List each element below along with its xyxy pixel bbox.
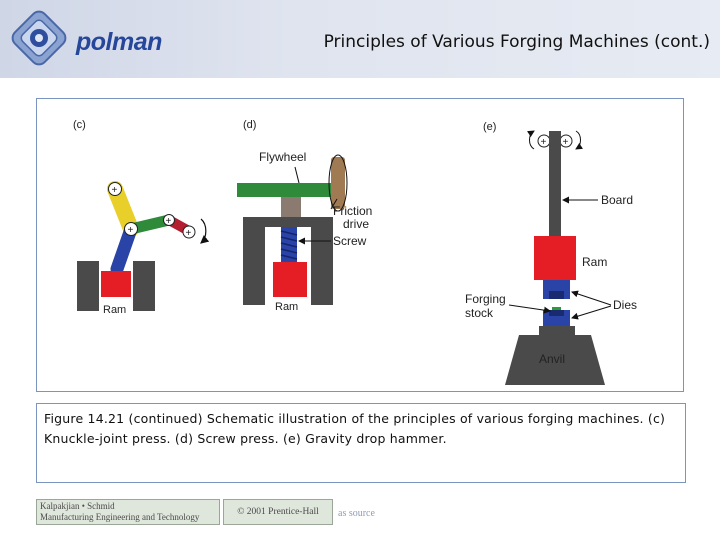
crank-pivot-mark: + (186, 228, 192, 239)
book-authors: Kalpakjian • Schmid (40, 501, 115, 511)
pivot-top-icon (108, 182, 122, 196)
press-crosshead (243, 217, 333, 227)
anvil-pad (539, 326, 575, 335)
figure-frame: (c) + + + + Ram (d) Flywheel (36, 98, 684, 392)
roller-right-mark: + (563, 137, 569, 148)
panel-c-knuckle-joint-press: (c) + + + + Ram (73, 119, 210, 316)
forging-pointer (508, 304, 551, 314)
rotation-arrow-c-icon (200, 218, 210, 244)
panel-d-letter: (d) (243, 119, 256, 131)
ram-d-label: Ram (275, 301, 298, 313)
lower-die-cavity (549, 310, 564, 316)
knuckle-pivot-mark: + (128, 225, 134, 236)
side-pivot-icon (163, 214, 175, 226)
screw-collar (281, 197, 301, 217)
frame-left-c (77, 261, 99, 311)
press-column-right (311, 217, 333, 305)
press-column-left (243, 217, 265, 305)
panel-e-gravity-drop-hammer: (e) + + Board Ram Forging stock Dies (465, 121, 637, 385)
slide-header: polman Principles of Various Forging Mac… (0, 0, 720, 78)
friction-label-1: Friction (333, 204, 372, 218)
panel-d-screw-press: (d) Flywheel Friction drive Screw Ram (237, 119, 372, 313)
ram-c-label: Ram (103, 304, 126, 316)
source-note: as source (338, 508, 375, 519)
board-label: Board (601, 193, 633, 207)
lower-link (110, 222, 138, 276)
ram-e (534, 236, 576, 280)
panel-e-letter: (e) (483, 121, 496, 133)
forging-machines-figure: (c) + + + + Ram (d) Flywheel (73, 119, 637, 385)
polman-logo-icon (11, 10, 67, 66)
pivot-top-mark: + (112, 185, 118, 196)
screw-label: Screw (333, 234, 367, 248)
ram-c (101, 271, 131, 297)
dies-label: Dies (613, 298, 637, 312)
frame-right-c (133, 261, 155, 311)
knuckle-pivot-icon (124, 222, 138, 236)
side-pivot-mark: + (166, 216, 172, 227)
crank-pivot-icon (182, 225, 196, 239)
forging-stock-label-2: stock (465, 306, 494, 320)
screw-threads (280, 230, 298, 260)
upper-die-cavity (549, 291, 564, 299)
dies-pointer-upper (571, 290, 612, 306)
roller-left-mark: + (541, 137, 547, 148)
friction-disk (331, 157, 345, 209)
friction-label-2: drive (343, 217, 369, 231)
caption-box: Figure 14.21 (continued) Schematic illus… (36, 403, 686, 483)
slide-title: Principles of Various Forging Machines (… (323, 32, 710, 52)
copyright-notice: © 2001 Prentice-Hall (223, 499, 333, 525)
hammer-board (549, 131, 561, 237)
figure-caption: Figure 14.21 (continued) Schematic illus… (44, 411, 666, 446)
flywheel-pointer (294, 166, 300, 184)
roller-right-rotation-icon (575, 130, 583, 150)
dies-pointer-lower (571, 305, 612, 320)
ram-d (273, 262, 307, 297)
roller-left-rotation-icon (527, 130, 535, 150)
forging-stock-label-1: Forging (465, 292, 506, 306)
logo-text: polman (76, 28, 162, 56)
book-title: Manufacturing Engineering and Technology (40, 512, 200, 522)
friction-rotation-icon (328, 154, 348, 212)
upper-link (107, 181, 139, 237)
anvil (505, 335, 605, 385)
ram-e-label: Ram (582, 255, 607, 269)
book-credit: Kalpakjian • Schmid Manufacturing Engine… (36, 499, 220, 525)
friction-pointer (330, 198, 338, 210)
flywheel-label: Flywheel (259, 150, 306, 164)
anvil-label: Anvil (539, 352, 565, 366)
panel-c-letter: (c) (73, 119, 86, 131)
flywheel (237, 183, 335, 197)
